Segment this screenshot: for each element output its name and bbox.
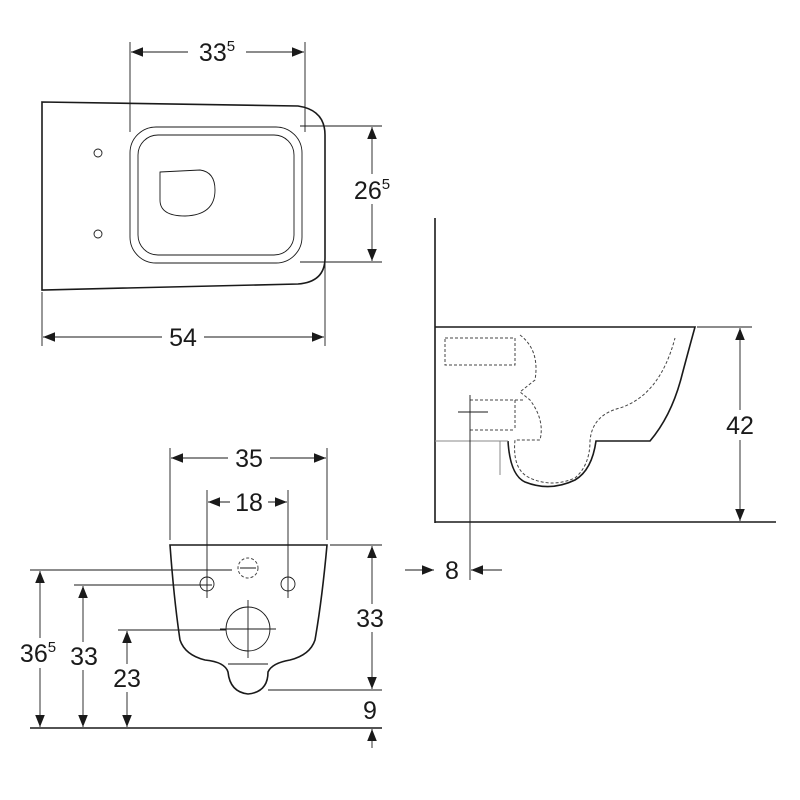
dim-width: 35 xyxy=(235,445,263,473)
dim-seat-width: 335 xyxy=(199,38,235,67)
dim-fixing-spacing: 18 xyxy=(235,489,263,517)
front-view: 35 18 33 9 365 33 23 xyxy=(18,444,394,748)
side-view-outline xyxy=(435,326,697,488)
fixing-hole-icon xyxy=(93,148,103,158)
dim-inlet-height: 33 xyxy=(70,643,98,671)
top-view-outline xyxy=(41,101,326,291)
dim-length: 54 xyxy=(169,324,197,352)
dim-height: 42 xyxy=(726,412,754,440)
dim-fixing-height: 365 xyxy=(20,639,56,668)
inlet-icon xyxy=(237,557,259,579)
trap-hidden-line xyxy=(444,334,676,484)
bowl-rim xyxy=(137,134,295,256)
fixing-hole-icon xyxy=(93,229,103,239)
dim-seat-depth: 265 xyxy=(354,176,390,205)
seat-outline xyxy=(129,126,303,264)
side-view: 8 42 xyxy=(405,218,776,585)
bowl-opening xyxy=(159,169,216,217)
dim-outlet-height: 33 xyxy=(356,605,384,633)
dim-outlet-center: 23 xyxy=(113,665,141,693)
top-view: 335 265 54 xyxy=(41,38,404,352)
dim-wall-offset: 8 xyxy=(445,557,459,585)
dim-bottom-clearance: 9 xyxy=(363,697,377,725)
front-view-outline xyxy=(169,544,328,695)
